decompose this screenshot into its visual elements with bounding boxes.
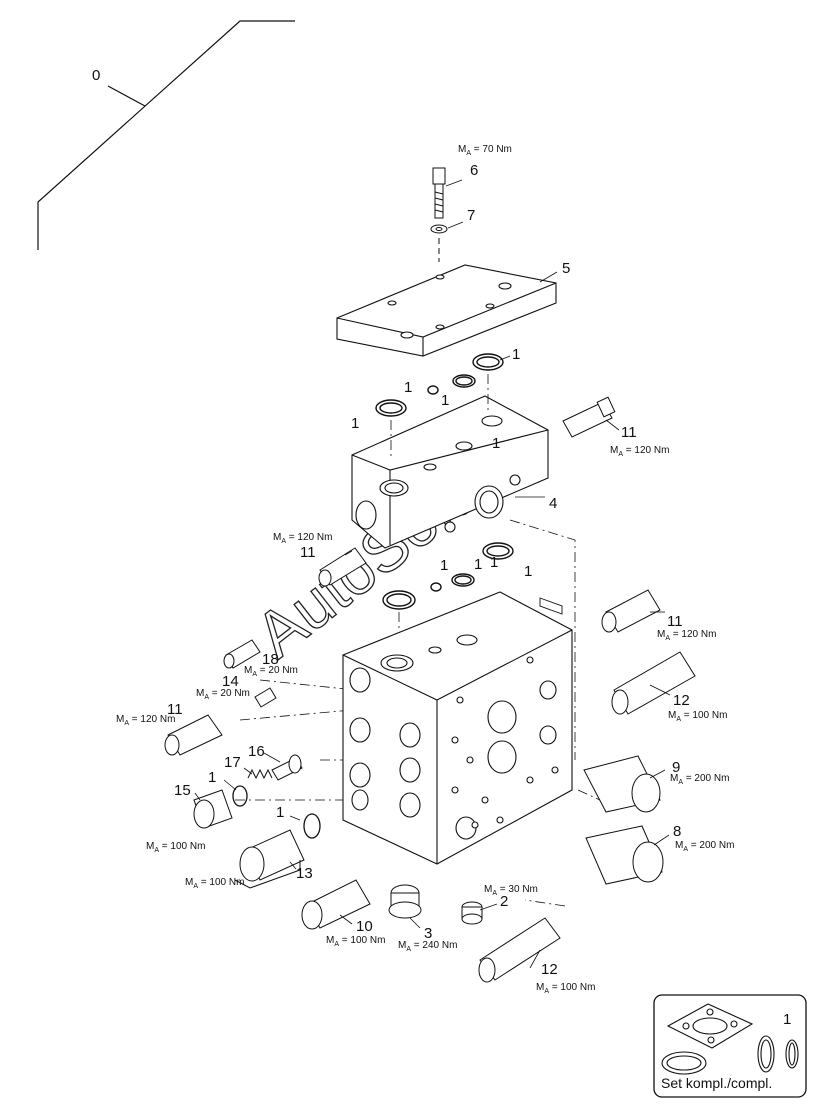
callout-1: 1 — [440, 557, 448, 574]
main-valve-body — [342, 591, 573, 865]
assembly-reference-bracket — [37, 20, 295, 250]
callout-1: 1 — [208, 769, 216, 786]
torque-annotations: MA = 70 Nm MA = 120 Nm MA = 120 Nm MA = … — [116, 144, 734, 995]
torque-label: MA = 100 Nm — [185, 877, 244, 890]
kit-gasket-icon — [661, 1003, 799, 1075]
relief-cartridge — [318, 547, 367, 587]
relief-cartridge — [601, 589, 661, 633]
torque-label: MA = 240 Nm — [398, 940, 457, 953]
large-plug — [388, 884, 422, 919]
torque-label: MA = 30 Nm — [484, 884, 538, 897]
callout-1: 1 — [524, 563, 532, 580]
callout-16: 16 — [248, 743, 265, 760]
kit-callout: 1 — [783, 1011, 791, 1028]
cover-plate — [336, 264, 557, 357]
callout-1: 1 — [351, 415, 359, 432]
seal-kit-box: 1 Set kompl./compl. — [653, 994, 807, 1098]
callout-1: 1 — [404, 379, 412, 396]
torque-label: MA = 120 Nm — [657, 629, 716, 642]
torque-label: MA = 120 Nm — [273, 532, 332, 545]
fitting — [254, 687, 277, 708]
load-holding-valve — [585, 825, 664, 885]
spring-and-piston — [247, 754, 303, 781]
support-bracket — [539, 597, 563, 615]
torque-label: MA = 200 Nm — [675, 840, 734, 853]
callout-13: 13 — [296, 865, 313, 882]
torque-label: MA = 120 Nm — [116, 714, 175, 727]
callout-7: 7 — [467, 207, 475, 224]
o-rings-middle — [382, 542, 514, 610]
torque-label: MA = 100 Nm — [668, 710, 727, 723]
callout-11: 11 — [167, 701, 183, 718]
kit-label: Set kompl./compl. — [661, 1075, 772, 1091]
upper-valve-block — [351, 395, 549, 549]
assembly-guide-lines — [235, 374, 601, 907]
callout-labels: 0 6 7 5 1 1 1 1 1 11 4 11 1 1 1 1 11 18 … — [92, 67, 690, 978]
callout-1: 1 — [276, 804, 284, 821]
cap-screw — [432, 167, 446, 219]
callout-2: 2 — [500, 893, 508, 910]
pressure-valve — [611, 651, 696, 715]
callout-8: 8 — [673, 823, 681, 840]
torque-label: MA = 120 Nm — [610, 445, 669, 458]
torque-label: MA = 100 Nm — [146, 841, 205, 854]
callout-15: 15 — [174, 782, 191, 799]
callout-4: 4 — [549, 495, 557, 512]
valve-cartridge — [301, 879, 371, 930]
callout-14: 14 — [222, 673, 239, 690]
relief-cartridge — [164, 714, 223, 756]
torque-label: MA = 100 Nm — [536, 982, 595, 995]
callout-1: 1 — [441, 392, 449, 409]
torque-label: MA = 100 Nm — [326, 935, 385, 948]
valve-cartridge — [234, 829, 305, 889]
callout-12: 12 — [673, 692, 690, 709]
torque-label: MA = 20 Nm — [196, 688, 250, 701]
callout-1: 1 — [474, 556, 482, 573]
callout-1: 1 — [490, 554, 498, 571]
callout-18: 18 — [262, 651, 279, 668]
relief-cartridge — [562, 396, 616, 438]
o-rings-upper — [375, 353, 504, 417]
torque-label: MA = 70 Nm — [458, 144, 512, 157]
torque-label: MA = 20 Nm — [244, 665, 298, 678]
callout-11: 11 — [300, 544, 316, 561]
callout-9: 9 — [672, 759, 680, 776]
screw-plug — [223, 639, 261, 669]
callout-11: 11 — [667, 613, 683, 630]
small-plug — [461, 901, 483, 925]
callout-1: 1 — [492, 435, 500, 452]
callout-17: 17 — [224, 754, 241, 771]
callout-6: 6 — [470, 162, 478, 179]
pressure-valve — [478, 917, 561, 983]
callout-10: 10 — [356, 918, 373, 935]
o-rings-lower — [232, 785, 321, 839]
washer — [430, 224, 448, 234]
callout-11: 11 — [621, 424, 637, 441]
callout-3: 3 — [424, 925, 432, 942]
callout-1: 1 — [512, 346, 520, 363]
callout-5: 5 — [562, 260, 570, 277]
callout-12: 12 — [541, 961, 558, 978]
leader-lines — [194, 179, 671, 969]
torque-label: MA = 200 Nm — [670, 773, 729, 786]
plug — [193, 789, 233, 829]
load-holding-valve — [583, 755, 661, 813]
callout-0: 0 — [92, 67, 100, 84]
